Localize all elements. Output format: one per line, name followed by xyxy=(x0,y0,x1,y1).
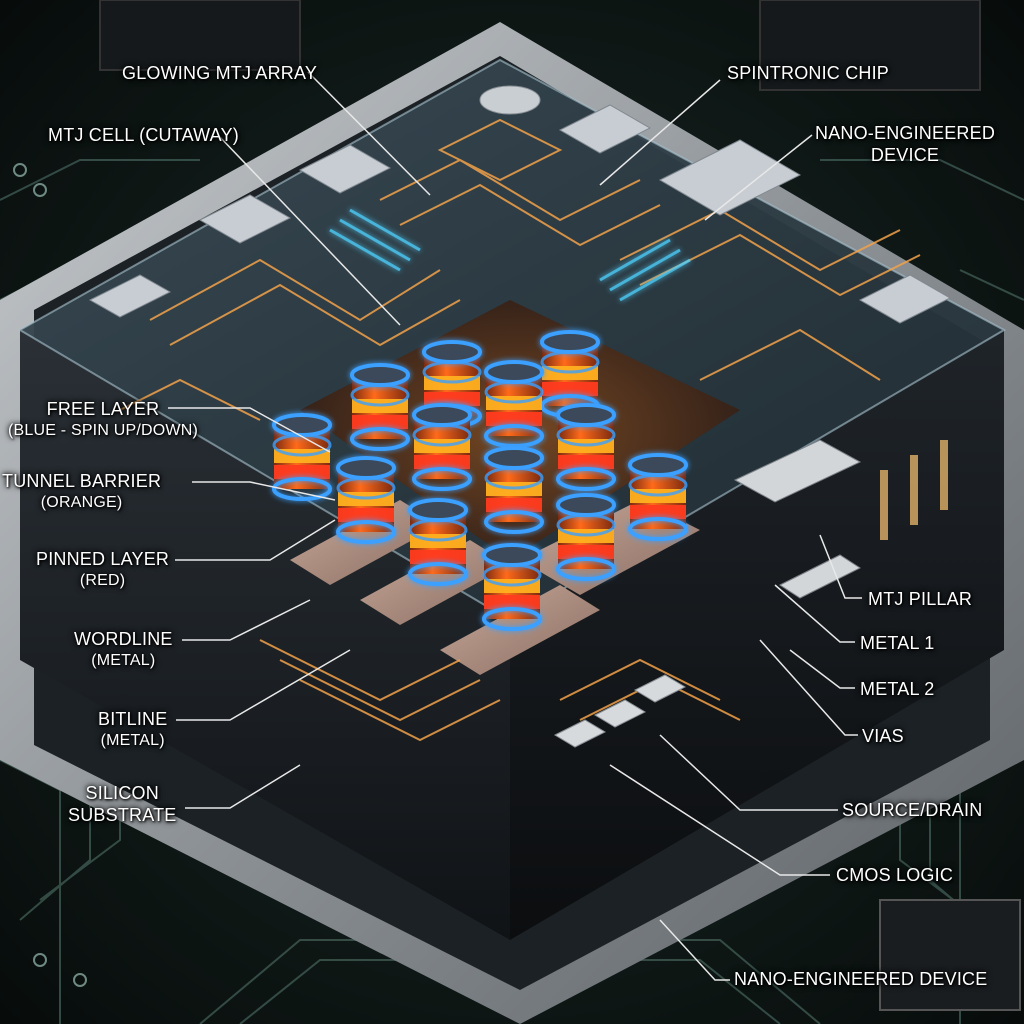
mtj-pillar xyxy=(350,363,410,451)
substrate-side-left xyxy=(20,330,510,940)
label-spintronic-chip: SPINTRONIC CHIP xyxy=(727,62,889,84)
label-text: SOURCE/DRAIN xyxy=(842,800,983,820)
mtj-pillar xyxy=(484,360,544,448)
label-text: VIAS xyxy=(862,726,904,746)
label-text: METAL 1 xyxy=(860,633,935,653)
label-pinned-layer: PINNED LAYER (RED) xyxy=(36,548,169,592)
label-line1: TUNNEL BARRIER xyxy=(2,471,162,491)
label-line2: (RED) xyxy=(79,572,126,589)
mtj-pillar xyxy=(408,498,468,586)
central-cylinder xyxy=(479,85,541,115)
mtj-pillar xyxy=(556,403,616,491)
label-bitline: BITLINE (METAL) xyxy=(98,708,167,752)
label-line1: SILICON xyxy=(85,783,159,803)
label-text: METAL 2 xyxy=(860,679,935,699)
label-line1: WORDLINE xyxy=(74,629,173,649)
label-line2: SUBSTRATE xyxy=(68,805,177,825)
mtj-pillar xyxy=(484,446,544,534)
label-line2: DEVICE xyxy=(870,145,940,165)
label-text: GLOWING MTJ ARRAY xyxy=(122,63,318,83)
block-layer-right xyxy=(733,439,862,599)
label-text: CMOS LOGIC xyxy=(836,865,954,885)
mtj-pillar xyxy=(336,456,396,544)
label-nano-engineered-top: NANO-ENGINEERED DEVICE xyxy=(815,122,995,166)
mtj-array xyxy=(272,330,688,631)
label-line1: NANO-ENGINEERED xyxy=(815,123,996,143)
label-tunnel-barrier: TUNNEL BARRIER (ORANGE) xyxy=(2,470,161,514)
background-ic xyxy=(99,0,301,71)
mtj-pillar xyxy=(272,413,332,501)
mtj-pillar xyxy=(482,543,542,631)
label-glowing-mtj-array: GLOWING MTJ ARRAY xyxy=(122,62,317,84)
lower-traces xyxy=(259,639,741,742)
label-metal-2: METAL 2 xyxy=(860,678,934,700)
cmos-blocks xyxy=(553,674,687,748)
label-vias: VIAS xyxy=(862,725,904,747)
mtj-pillar xyxy=(556,493,616,581)
label-mtj-pillar: MTJ PILLAR xyxy=(868,588,972,610)
label-line1: FREE LAYER xyxy=(46,399,160,419)
label-nano-engineered-bottom: NANO-ENGINEERED DEVICE xyxy=(734,968,987,990)
mtj-pillar xyxy=(628,453,688,541)
label-metal-1: METAL 1 xyxy=(860,632,934,654)
label-source-drain: SOURCE/DRAIN xyxy=(842,799,982,821)
side-pillars xyxy=(880,440,948,540)
top-traces-cyan xyxy=(329,208,691,302)
label-free-layer: FREE LAYER (BLUE - SPIN UP/DOWN) xyxy=(8,398,198,442)
label-line1: BITLINE xyxy=(98,709,168,729)
label-mtj-cell: MTJ CELL (CUTAWAY) xyxy=(48,124,239,146)
mtj-pillar xyxy=(412,403,472,491)
label-wordline: WORDLINE (METAL) xyxy=(74,628,173,672)
leader-lines xyxy=(168,71,862,981)
top-traces-orange xyxy=(119,118,921,421)
top-components xyxy=(88,104,952,324)
background-ic xyxy=(879,899,1021,1011)
label-line2: (ORANGE) xyxy=(40,494,123,511)
label-text: SPINTRONIC CHIP xyxy=(727,63,890,83)
label-line2: (METAL) xyxy=(100,732,165,749)
background-ic xyxy=(759,0,981,91)
label-silicon-substrate: SILICON SUBSTRATE xyxy=(68,782,176,826)
label-line1: PINNED LAYER xyxy=(36,549,170,569)
label-text: MTJ CELL (CUTAWAY) xyxy=(48,125,239,145)
label-text: MTJ PILLAR xyxy=(868,589,973,609)
label-line2: (BLUE - SPIN UP/DOWN) xyxy=(8,422,198,439)
label-line2: (METAL) xyxy=(91,652,156,669)
label-cmos-logic: CMOS LOGIC xyxy=(836,864,953,886)
label-text: NANO-ENGINEERED DEVICE xyxy=(734,969,988,989)
